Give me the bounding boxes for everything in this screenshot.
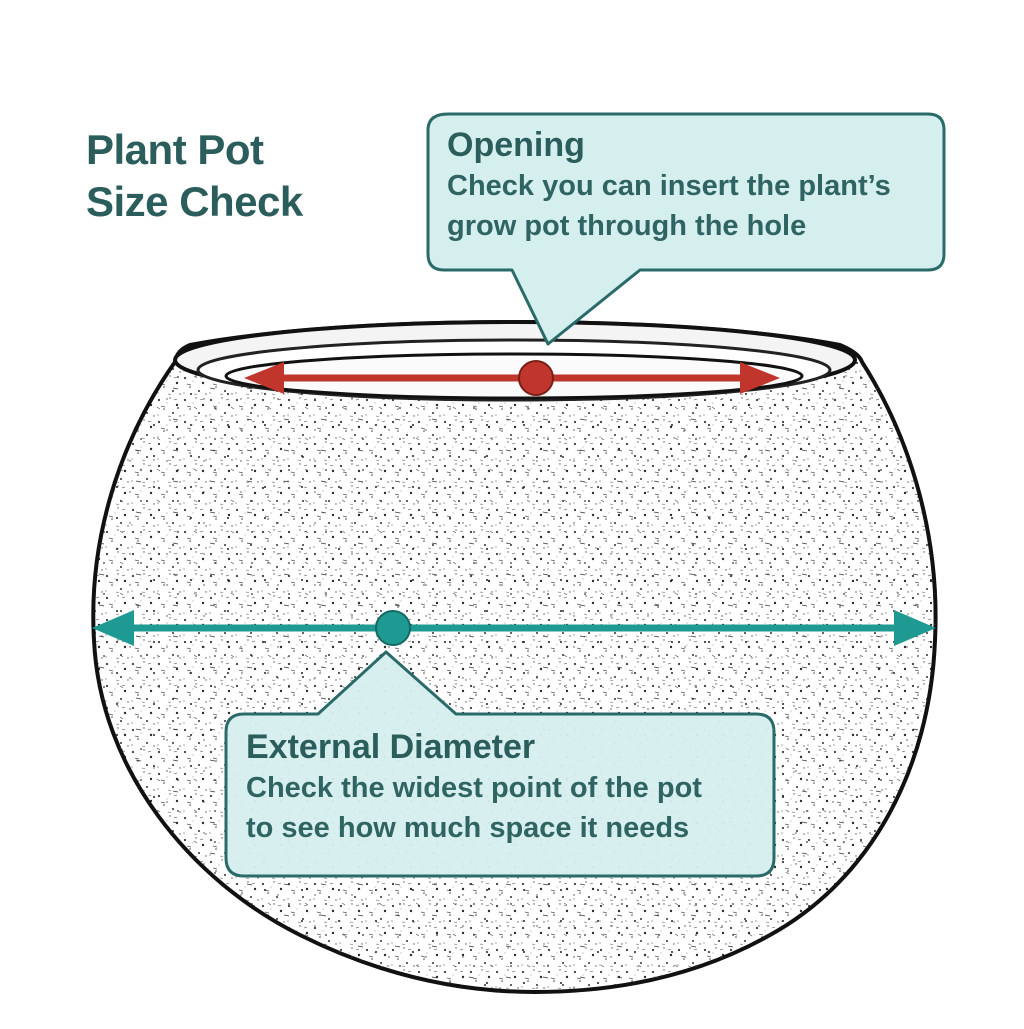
opening-description-line-1: Check you can insert the plant’s: [447, 170, 891, 202]
pot-body-texture: [93, 362, 936, 992]
opening-measure-arrow: [244, 360, 780, 396]
diameter-description-line-1: Check the widest point of the pot: [246, 772, 702, 804]
diameter-callout-text: External Diameter Check the widest point…: [246, 726, 702, 848]
diameter-arrow-left-head: [92, 610, 134, 646]
page-title: Plant Pot Size Check: [86, 124, 303, 228]
opening-callout-box: [426, 112, 946, 346]
opening-heading: Opening: [447, 126, 585, 164]
opening-callout: [426, 112, 946, 346]
opening-description: Check you can insert the plant’s grow po…: [447, 166, 891, 246]
title-line-1: Plant Pot: [86, 126, 264, 173]
diameter-callout: [224, 650, 776, 878]
diameter-description-line-2: to see how much space it needs: [246, 812, 690, 844]
opening-description-line-2: grow pot through the hole: [447, 210, 807, 242]
diameter-callout-box: [224, 650, 776, 878]
opening-callout-text: Opening Check you can insert the plant’s…: [447, 124, 891, 246]
diameter-description: Check the widest point of the pot to see…: [246, 768, 702, 848]
diameter-arrow-right-head: [894, 610, 936, 646]
opening-arrow-left-head: [244, 362, 284, 394]
diameter-arrow-dot: [375, 610, 411, 646]
opening-arrow-right-head: [740, 362, 780, 394]
opening-arrow-dot: [518, 360, 554, 396]
diameter-heading: External Diameter: [246, 728, 536, 766]
title-line-2: Size Check: [86, 178, 303, 225]
plant-pot-illustration: [91, 319, 938, 995]
diameter-measure-arrow: [92, 610, 936, 646]
